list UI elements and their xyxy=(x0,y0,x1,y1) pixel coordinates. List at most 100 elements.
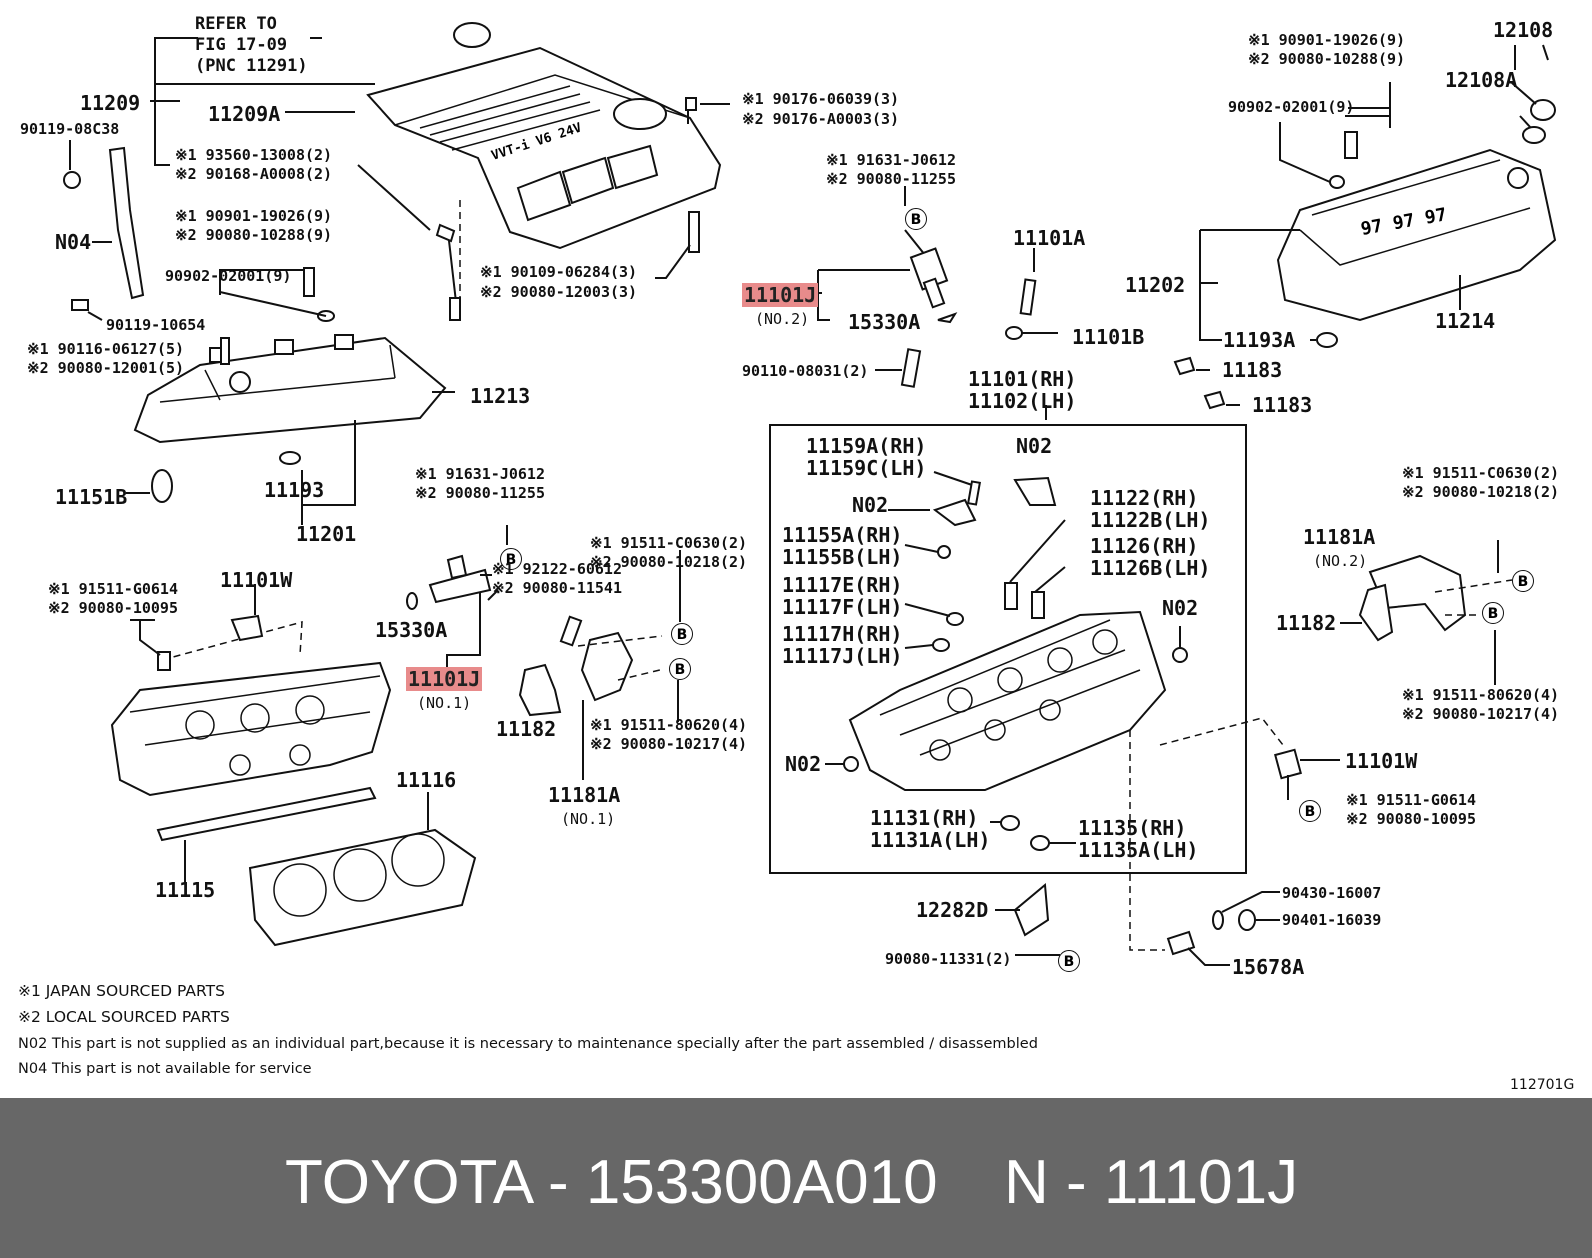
part-11101j-no1-highlight: 11101J xyxy=(406,667,483,691)
part-90901-right-local: ※2 90080-10288(9) xyxy=(1248,50,1406,68)
part-91631-mid-local: ※2 90080-11255 xyxy=(415,484,545,502)
cap-icon xyxy=(453,22,491,48)
part-93560-local: ※2 90168-A0008(2) xyxy=(175,165,333,183)
part-11122b: 11122B(LH) xyxy=(1090,508,1211,532)
part-11193a: 11193A xyxy=(1223,328,1296,352)
part-11126: 11126(RH) xyxy=(1090,534,1199,558)
part-90080-11331: 90080-11331(2) xyxy=(885,950,1012,968)
part-91511-g0614-right-jp: ※1 91511-G0614 xyxy=(1346,791,1476,809)
ref-b-marker: B xyxy=(671,623,693,645)
part-12108: 12108 xyxy=(1493,18,1554,42)
ref-b-marker: B xyxy=(1512,570,1534,592)
part-11155a: 11155A(RH) xyxy=(782,523,903,547)
part-11201: 11201 xyxy=(296,522,357,546)
part-92122-local: ※2 90080-11541 xyxy=(492,579,622,597)
part-91511-c0630-right-local: ※2 90080-10218(2) xyxy=(1402,483,1560,501)
part-11159a: 11159A(RH) xyxy=(806,434,927,458)
part-11117f: 11117F(LH) xyxy=(782,595,903,619)
part-90401: 90401-16039 xyxy=(1282,911,1382,929)
part-11135: 11135(RH) xyxy=(1078,816,1187,840)
right-valve-cover: 97 97 97 xyxy=(1276,148,1557,322)
part-11182-right: 11182 xyxy=(1276,611,1337,635)
part-11101w-right: 11101W xyxy=(1345,749,1418,773)
part-11209a: 11209A xyxy=(208,102,281,126)
diagram-drawing: VVT-i V6 24V xyxy=(63,22,1557,966)
ref-b-marker: B xyxy=(1299,800,1321,822)
part-12282d: 12282D xyxy=(916,898,989,922)
part-n02-d: N02 xyxy=(785,752,822,776)
part-11117j: 11117J(LH) xyxy=(782,644,903,668)
cylinder-head-left xyxy=(110,661,392,797)
part-91511-80620-right-jp: ※1 91511-80620(4) xyxy=(1402,686,1560,704)
part-90176-local: ※2 90176-A0003(3) xyxy=(742,110,900,128)
part-11213: 11213 xyxy=(470,384,531,408)
part-11131a: 11131A(LH) xyxy=(870,828,991,852)
parts-diagram: VVT-i V6 24V xyxy=(18,14,1575,1093)
part-91631-mid-jp: ※1 91631-J0612 xyxy=(415,465,545,483)
note-japan-sourced: ※1 JAPAN SOURCED PARTS xyxy=(18,982,225,1000)
part-90176-jp: ※1 90176-06039(3) xyxy=(742,90,900,108)
part-90110: 90110-08031(2) xyxy=(742,362,869,380)
part-11209: 11209 xyxy=(80,91,141,115)
part-11101b: 11101B xyxy=(1072,325,1145,349)
part-11122: 11122(RH) xyxy=(1090,486,1199,510)
part-11101a: 11101A xyxy=(1013,226,1086,250)
part-90109-local: ※2 90080-12003(3) xyxy=(480,283,638,301)
part-11159c: 11159C(LH) xyxy=(806,456,927,480)
part-11126b: 11126B(LH) xyxy=(1090,556,1211,580)
part-11116: 11116 xyxy=(396,768,457,792)
pnc-label: (PNC 11291) xyxy=(195,56,308,76)
part-91511-c0630-right-jp: ※1 91511-C0630(2) xyxy=(1402,464,1560,482)
part-90901-left-jp: ※1 90901-19026(9) xyxy=(175,207,333,225)
part-n02-a: N02 xyxy=(1016,434,1053,458)
part-90902-right: 90902-02001(9) xyxy=(1228,98,1355,116)
part-90116-jp: ※1 90116-06127(5) xyxy=(27,340,185,358)
part-11131: 11131(RH) xyxy=(870,806,979,830)
fig-ref-label: FIG 17-09 xyxy=(195,35,288,55)
part-11117e: 11117E(RH) xyxy=(782,573,903,597)
ref-b-marker: B xyxy=(1058,950,1080,972)
no1-label: (NO.1) xyxy=(417,694,472,712)
part-91511-g0614-right-local: ※2 90080-10095 xyxy=(1346,810,1476,828)
part-91511-c0630-left-local: ※2 90080-10218(2) xyxy=(590,553,748,571)
part-90109-jp: ※1 90109-06284(3) xyxy=(480,263,638,281)
part-90430: 90430-16007 xyxy=(1282,884,1382,902)
part-11155b: 11155B(LH) xyxy=(782,545,903,569)
part-15330a-top: 15330A xyxy=(848,310,921,334)
part-90116-local: ※2 90080-12001(5) xyxy=(27,359,185,377)
part-91511-80620-left-local: ※2 90080-10217(4) xyxy=(590,735,748,753)
part-n02-b: N02 xyxy=(852,493,889,517)
part-11182-left: 11182 xyxy=(496,717,557,741)
ref-b-marker: B xyxy=(500,548,522,570)
no1-label-b: (NO.1) xyxy=(561,810,616,828)
ref-b-marker: B xyxy=(1482,602,1504,624)
part-90902-left: 90902-02001(9) xyxy=(165,267,292,285)
part-n02-c: N02 xyxy=(1162,596,1199,620)
engine-cover: VVT-i V6 24V xyxy=(366,46,722,250)
part-11181a-left: 11181A xyxy=(548,783,621,807)
part-90119-10654: 90119-10654 xyxy=(106,316,206,334)
part-91511-80620-right-local: ※2 90080-10217(4) xyxy=(1402,705,1560,723)
part-11202: 11202 xyxy=(1125,273,1186,297)
caption-bar: TOYOTA - 153300A010 N - 11101J xyxy=(0,1098,1592,1258)
part-90901-left-local: ※2 90080-10288(9) xyxy=(175,226,333,244)
part-91511-g0614-left-local: ※2 90080-10095 xyxy=(48,599,178,617)
part-93560-jp: ※1 93560-13008(2) xyxy=(175,146,333,164)
part-91511-80620-left-jp: ※1 91511-80620(4) xyxy=(590,716,748,734)
part-number-caption: TOYOTA - 153300A010 xyxy=(285,1148,938,1217)
part-11115: 11115 xyxy=(155,878,216,902)
part-11101j-no2-highlight: 11101J xyxy=(742,283,819,307)
part-90119-08c38: 90119-08C38 xyxy=(20,120,120,138)
figure-id: 112701G xyxy=(1510,1077,1575,1093)
part-11101w-left: 11101W xyxy=(220,568,293,592)
part-91631-top-jp: ※1 91631-J0612 xyxy=(826,151,956,169)
part-90901-right-jp: ※1 90901-19026(9) xyxy=(1248,31,1406,49)
part-91511-c0630-left-jp: ※1 91511-C0630(2) xyxy=(590,534,748,552)
part-11151b: 11151B xyxy=(55,485,128,509)
part-12108a: 12108A xyxy=(1445,68,1518,92)
part-n04: N04 xyxy=(55,230,92,254)
note-n02: N02 This part is not supplied as an indi… xyxy=(18,1036,1038,1052)
highlighted-part-number: 11101J xyxy=(406,667,483,691)
head-gasket xyxy=(248,828,477,947)
part-11101-rh: 11101(RH) xyxy=(968,367,1077,391)
